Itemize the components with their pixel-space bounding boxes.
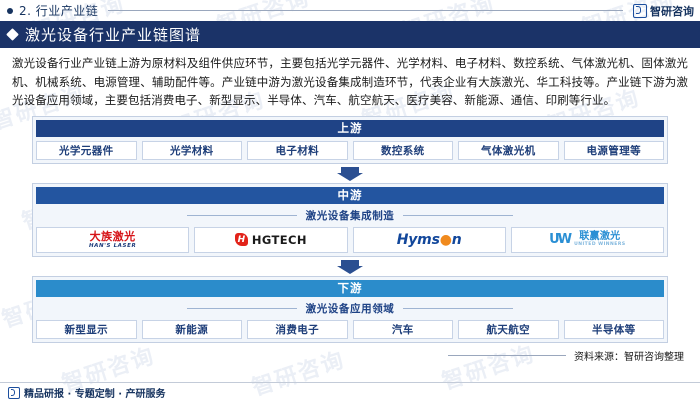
- brand-logo: 智研咨询: [633, 3, 694, 19]
- bullet-dot-icon: [7, 7, 13, 14]
- diamond-bullet-icon: [6, 28, 19, 41]
- upstream-section: 上游 光学元器件 光学材料 电子材料 数控系统 气体激光机 电源管理等: [32, 115, 668, 164]
- downstream-header: 下游: [36, 279, 664, 297]
- page-title: 激光设备行业产业链图谱: [25, 26, 202, 44]
- hymson-logo: Hyms●n: [396, 231, 462, 248]
- united-winners-logo: UW 联赢激光 UNITED WINNERS: [549, 232, 625, 248]
- down-arrow-icon: [337, 259, 363, 274]
- upstream-item[interactable]: 气体激光机: [458, 140, 559, 160]
- footer-divider: [0, 382, 700, 383]
- section-number-title: 2. 行业产业链: [19, 4, 99, 18]
- upstream-item[interactable]: 光学元器件: [36, 140, 137, 160]
- midstream-section: 中游 激光设备集成制造 大族激光 HAN'S LASER H HGTECH Hy…: [32, 182, 668, 257]
- downstream-item[interactable]: 消费电子: [247, 319, 348, 339]
- zhiyan-logo-icon: [633, 3, 647, 18]
- horizontal-divider: [108, 10, 623, 11]
- source-row: 资料来源：智研咨询整理: [0, 343, 700, 363]
- source-rule: [448, 354, 566, 356]
- company-name-en: HAN'S LASER: [88, 242, 137, 249]
- hgtech-logo: H HGTECH: [234, 232, 307, 247]
- company-logo-hymson[interactable]: Hyms●n: [352, 226, 506, 253]
- hgtech-mark-icon: H: [234, 233, 248, 247]
- subtitle-rule-right: [403, 307, 514, 309]
- downstream-item-list: 新型显示 新能源 消费电子 汽车 航天航空 半导体等: [36, 319, 664, 339]
- hymson-accent-o-icon: ●: [439, 231, 452, 248]
- downstream-section: 下游 激光设备应用领域 新型显示 新能源 消费电子 汽车 航天航空 半导体等: [32, 275, 668, 343]
- upstream-item[interactable]: 数控系统: [352, 140, 453, 160]
- downstream-item[interactable]: 汽车: [352, 319, 453, 339]
- downstream-item[interactable]: 新型显示: [36, 319, 137, 339]
- connector-arrow-midstream-to-downstream: [32, 257, 668, 276]
- company-logo-hans-laser[interactable]: 大族激光 HAN'S LASER: [36, 226, 190, 253]
- uw-monogram-icon: UW: [549, 232, 572, 248]
- downstream-item[interactable]: 新能源: [141, 319, 242, 339]
- company-name-en: UNITED WINNERS: [574, 242, 626, 248]
- source-text: 资料来源：智研咨询整理: [574, 351, 684, 363]
- company-name-en: HGTECH: [251, 232, 307, 247]
- upstream-item-list: 光学元器件 光学材料 电子材料 数控系统 气体激光机 电源管理等: [36, 140, 664, 160]
- page-heading-bar: 激光设备行业产业链图谱: [0, 21, 700, 48]
- uw-text-block: 联赢激光 UNITED WINNERS: [574, 232, 626, 248]
- midstream-company-list: 大族激光 HAN'S LASER H HGTECH Hyms●n UW 联赢激光: [36, 226, 664, 253]
- intro-paragraph: 激光设备行业产业链上游为原材料及组件供应环节，主要包括光学元器件、光学材料、电子…: [12, 56, 688, 108]
- upstream-item[interactable]: 电源管理等: [563, 140, 664, 160]
- company-logo-hgtech[interactable]: H HGTECH: [194, 226, 348, 253]
- connector-arrow-upstream-to-midstream: [32, 164, 668, 183]
- upstream-item[interactable]: 光学材料: [141, 140, 242, 160]
- company-name-cn: 联赢激光: [579, 231, 621, 243]
- downstream-subtitle: 激光设备应用领域: [305, 302, 395, 315]
- subtitle-rule-left: [186, 307, 297, 309]
- footer-text: 精品研报 · 专题定制 · 产研服务: [24, 389, 166, 400]
- downstream-item[interactable]: 航天航空: [458, 319, 559, 339]
- subtitle-rule-right: [403, 214, 514, 216]
- industry-chain-diagram: 上游 光学元器件 光学材料 电子材料 数控系统 气体激光机 电源管理等 中游 激…: [0, 114, 700, 343]
- brand-name: 智研咨询: [650, 4, 694, 18]
- company-logo-united-winners[interactable]: UW 联赢激光 UNITED WINNERS: [510, 226, 664, 253]
- company-name-cn: 大族激光: [89, 229, 136, 243]
- footer: 精品研报 · 专题定制 · 产研服务: [0, 383, 700, 402]
- down-arrow-icon: [337, 166, 363, 181]
- hans-laser-logo: 大族激光 HAN'S LASER: [89, 231, 136, 250]
- upstream-item[interactable]: 电子材料: [247, 140, 348, 160]
- subtitle-rule-left: [186, 214, 297, 216]
- midstream-subtitle: 激光设备集成制造: [305, 209, 395, 222]
- downstream-item[interactable]: 半导体等: [563, 319, 664, 339]
- midstream-subtitle-row: 激光设备集成制造: [36, 208, 664, 223]
- upstream-header: 上游: [36, 119, 664, 137]
- downstream-subtitle-row: 激光设备应用领域: [36, 301, 664, 316]
- top-bar: 2. 行业产业链 智研咨询: [0, 0, 700, 21]
- midstream-header: 中游: [36, 186, 664, 204]
- zhiyan-logo-icon: [8, 386, 20, 399]
